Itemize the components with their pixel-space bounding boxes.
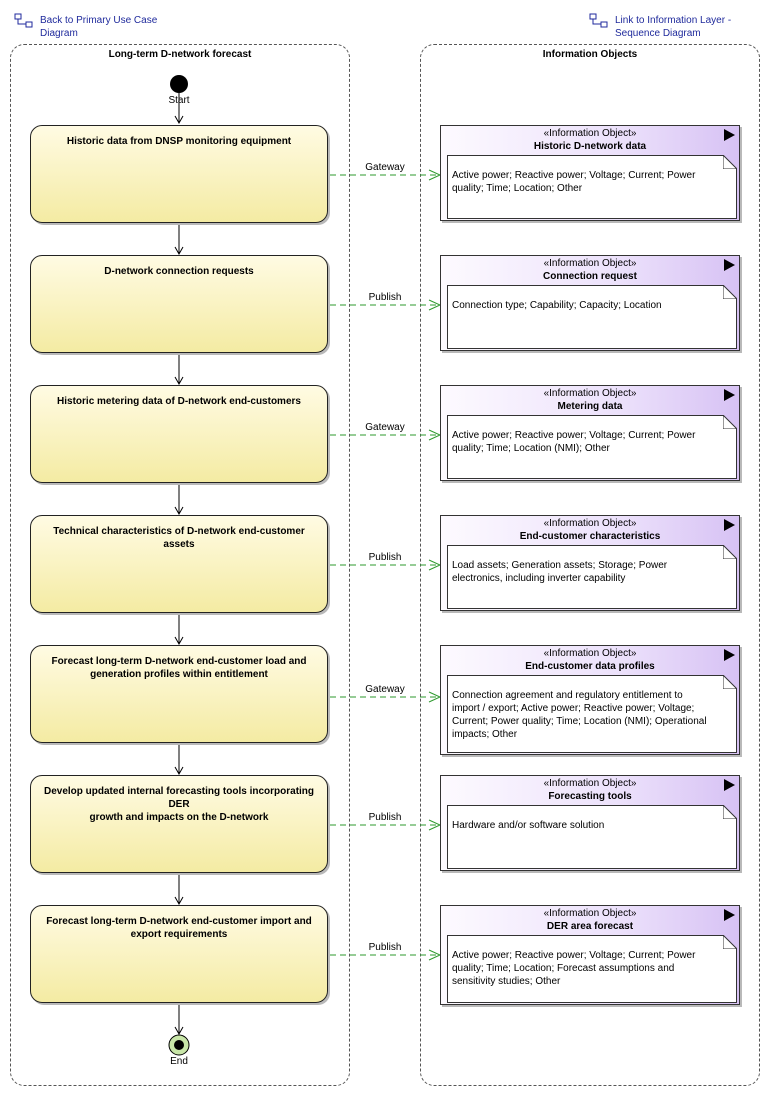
info-object-der-area-forecast[interactable]: «Information Object» DER area forecast A…: [440, 905, 740, 1005]
play-triangle-icon: [724, 779, 735, 791]
lane-long-term-forecast: Long-term D-network forecast: [10, 44, 350, 1086]
attribute-line: Active power; Reactive power; Voltage; C…: [452, 950, 696, 961]
activity-technical-characteristics[interactable]: Technical characteristics of D-network e…: [30, 515, 328, 613]
forward-link-line1[interactable]: Link to Information Layer -: [615, 15, 732, 26]
object-name: Connection request: [543, 271, 637, 282]
end-label: End: [170, 1056, 188, 1067]
attribute-line: Connection type; Capability; Capacity; L…: [452, 300, 662, 311]
info-object-metering-data[interactable]: «Information Object» Metering data Activ…: [440, 385, 740, 481]
attribute-line: impacts; Other: [452, 729, 518, 740]
start-node: [170, 75, 188, 93]
flow-label: Publish: [368, 812, 402, 823]
info-object-historic-d-network-data[interactable]: «Information Object» Historic D-network …: [440, 125, 740, 221]
attribute-line: Load assets; Generation assets; Storage;…: [452, 560, 668, 571]
object-stereotype: «Information Object»: [543, 778, 637, 789]
info-object-forecasting-tools[interactable]: «Information Object» Forecasting tools H…: [440, 775, 740, 871]
start-label: Start: [168, 95, 190, 106]
activity-connection-requests[interactable]: D-network connection requests: [30, 255, 328, 353]
info-object-end-customer-characteristics[interactable]: «Information Object» End-customer charac…: [440, 515, 740, 611]
back-link-line2[interactable]: Diagram: [40, 28, 78, 39]
activity-develop-forecasting-tools[interactable]: Develop updated internal forecasting too…: [30, 775, 328, 873]
flow-label: Gateway: [365, 162, 405, 173]
flow-label: Publish: [368, 292, 402, 303]
play-triangle-icon: [724, 519, 735, 531]
play-triangle-icon: [724, 909, 735, 921]
play-triangle-icon: [724, 129, 735, 141]
object-name: Metering data: [557, 401, 623, 412]
flow-label: Publish: [368, 552, 402, 563]
activity-historic-dnsp-data[interactable]: Historic data from DNSP monitoring equip…: [30, 125, 328, 223]
activity-historic-metering-data[interactable]: Historic metering data of D-network end-…: [30, 385, 328, 483]
play-triangle-icon: [724, 649, 735, 661]
object-stereotype: «Information Object»: [543, 258, 637, 269]
activity-label: generation profiles within entitlement: [90, 669, 268, 680]
attribute-line: Active power; Reactive power; Voltage; C…: [452, 430, 696, 441]
activity-label: growth and impacts on the D-network: [89, 812, 269, 823]
activity-label: Historic data from DNSP monitoring equip…: [66, 136, 292, 147]
attribute-line: electronics, including inverter capabili…: [452, 573, 626, 584]
play-triangle-icon: [724, 259, 735, 271]
attribute-note: Hardware and/or software solution: [447, 805, 737, 869]
back-link-line1[interactable]: Back to Primary Use Case: [40, 15, 158, 26]
forward-link-line2[interactable]: Sequence Diagram: [615, 28, 701, 39]
diagram-link-icon: [14, 13, 33, 28]
attribute-note: Connection type; Capability; Capacity; L…: [447, 285, 737, 349]
activity-forecast-load-generation[interactable]: Forecast long-term D-network end-custome…: [30, 645, 328, 743]
attribute-note: Load assets; Generation assets; Storage;…: [447, 545, 737, 609]
play-triangle-icon: [724, 389, 735, 401]
attribute-line: sensitivity studies; Other: [452, 976, 561, 987]
activity-label: Forecast long-term D-network end-custome…: [51, 656, 307, 667]
attribute-line: quality; Time; Location (NMI); Other: [452, 443, 610, 454]
activity-label: Technical characteristics of D-network e…: [53, 526, 305, 550]
attribute-line: import / export; Active power; Reactive …: [452, 703, 695, 714]
flow-label: Publish: [368, 942, 402, 953]
flow-label: Gateway: [365, 684, 405, 695]
back-to-primary-use-case-link[interactable]: Back to Primary Use Case Diagram: [14, 13, 158, 40]
attribute-line: quality; Time; Location; Other: [452, 183, 583, 194]
attribute-note: Active power; Reactive power; Voltage; C…: [447, 935, 737, 1003]
attribute-line: quality; Time; Location; Forecast assump…: [452, 963, 675, 974]
object-name: End-customer data profiles: [525, 661, 655, 672]
attribute-line: Current; Power quality; Time; Location (…: [452, 716, 707, 727]
object-stereotype: «Information Object»: [543, 518, 637, 529]
flow-label: Gateway: [365, 422, 405, 433]
info-object-connection-request[interactable]: «Information Object» Connection request …: [440, 255, 740, 351]
end-node-inner: [174, 1040, 184, 1050]
activity-label: Historic metering data of D-network end-…: [57, 396, 301, 407]
object-stereotype: «Information Object»: [543, 908, 637, 919]
lane-title: Information Objects: [542, 49, 638, 60]
activity-label: Forecast long-term D-network end-custome…: [46, 916, 312, 927]
attribute-line: Active power; Reactive power; Voltage; C…: [452, 170, 696, 181]
attribute-line: Hardware and/or software solution: [452, 820, 605, 831]
activity-forecast-import-export[interactable]: Forecast long-term D-network end-custome…: [30, 905, 328, 1003]
activity-label: D-network connection requests: [104, 266, 254, 277]
attribute-note: Connection agreement and regulatory enti…: [447, 675, 737, 753]
object-stereotype: «Information Object»: [543, 128, 637, 139]
activity-label: export requirements: [130, 929, 228, 940]
object-stereotype: «Information Object»: [543, 648, 637, 659]
info-object-end-customer-data-profiles[interactable]: «Information Object» End-customer data p…: [440, 645, 740, 755]
object-name: Historic D-network data: [533, 141, 647, 152]
object-name: End-customer characteristics: [519, 531, 661, 542]
link-to-information-layer[interactable]: Link to Information Layer - Sequence Dia…: [589, 13, 732, 40]
object-stereotype: «Information Object»: [543, 388, 637, 399]
object-name: DER area forecast: [546, 921, 634, 932]
attribute-note: Active power; Reactive power; Voltage; C…: [447, 155, 737, 219]
object-name: Forecasting tools: [548, 791, 632, 802]
activity-label: Develop updated internal forecasting too…: [43, 786, 315, 810]
attribute-note: Active power; Reactive power; Voltage; C…: [447, 415, 737, 479]
lane-title: Long-term D-network forecast: [108, 49, 252, 60]
diagram-link-icon: [589, 13, 608, 28]
attribute-line: Connection agreement and regulatory enti…: [452, 690, 683, 701]
